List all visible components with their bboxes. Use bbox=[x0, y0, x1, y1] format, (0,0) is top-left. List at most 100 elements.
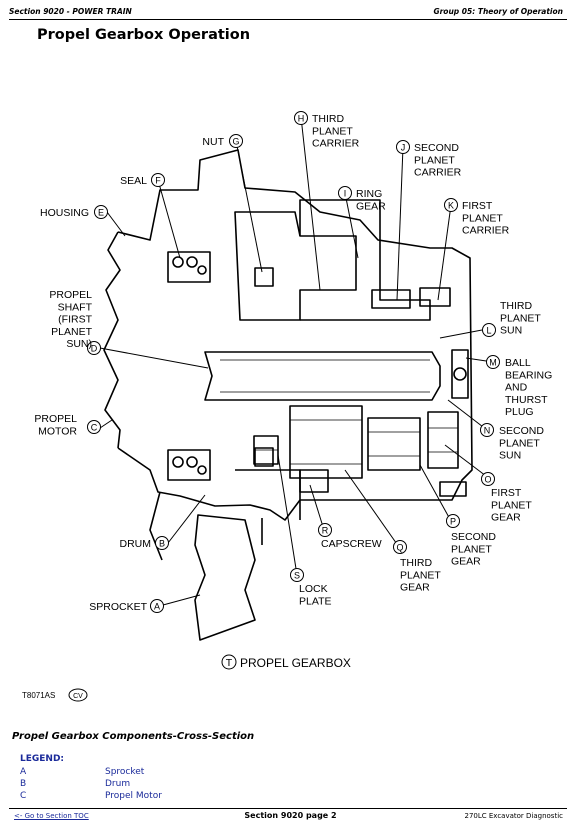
callout-circle-l bbox=[482, 323, 496, 337]
header-divider bbox=[9, 19, 567, 20]
callout-text-k-1: PLANET bbox=[462, 212, 503, 224]
leader-lines bbox=[99, 116, 494, 606]
callout-text-j-1: PLANET bbox=[414, 154, 455, 166]
callout-text-c-1: MOTOR bbox=[38, 425, 77, 437]
callout-text-f-0: SEAL bbox=[120, 175, 147, 187]
callout-text-o-0: FIRST bbox=[491, 487, 522, 499]
callout-circle-s bbox=[290, 568, 304, 582]
callout-circle-n bbox=[480, 423, 494, 437]
callout-circle-i bbox=[338, 186, 352, 200]
callout-text-d-0: PROPEL bbox=[49, 289, 92, 301]
callout-text-j-0: SECOND bbox=[414, 142, 459, 154]
callout-text-h-1: PLANET bbox=[312, 125, 353, 137]
callout-text-n-2: SUN bbox=[499, 450, 521, 462]
callout-text-q-0: THIRD bbox=[400, 557, 432, 569]
callout-text-p-1: PLANET bbox=[451, 543, 492, 555]
header-group: Group 05: Theory of Operation bbox=[433, 7, 563, 16]
callout-letter-g: G bbox=[232, 137, 239, 147]
callout-circle-f bbox=[151, 173, 165, 187]
callout-letter-r: R bbox=[322, 526, 329, 536]
legend-key-b: B bbox=[20, 779, 27, 789]
callout-text-c-0: PROPEL bbox=[34, 413, 77, 425]
figure-id: T8071AS CV bbox=[22, 688, 88, 702]
callout-text-b-0: DRUM bbox=[120, 538, 152, 550]
callout-letter-q: Q bbox=[396, 543, 403, 553]
callout-circle-b bbox=[155, 536, 169, 550]
callout-text-j-2: CARRIER bbox=[414, 167, 462, 179]
callout-text-q-1: PLANET bbox=[400, 569, 441, 581]
callout-text-a-0: SPROCKET bbox=[89, 601, 147, 613]
legend-value-c: Propel Motor bbox=[105, 791, 162, 801]
callout-text-q-2: GEAR bbox=[400, 582, 430, 594]
callout-letter-a: A bbox=[154, 602, 160, 612]
callout-letter-n: N bbox=[484, 426, 491, 436]
callout-text-p-2: GEAR bbox=[451, 556, 481, 568]
footer-page: Section 9020 page 2 bbox=[244, 811, 337, 820]
callout-letter-o: O bbox=[484, 475, 491, 485]
callout-labels: ASPROCKETBDRUMCPROPELMOTORDPROPELSHAFT(F… bbox=[34, 111, 552, 613]
figure-id-text: T8071AS bbox=[22, 691, 55, 700]
callout-letter-l: L bbox=[486, 326, 491, 336]
callout-text-d-1: SHAFT bbox=[58, 301, 93, 313]
callout-circle-j bbox=[396, 140, 410, 154]
callout-text-o-1: PLANET bbox=[491, 499, 532, 511]
callout-text-n-1: PLANET bbox=[499, 437, 540, 449]
caption-letter: T bbox=[226, 657, 233, 669]
callout-circle-o bbox=[481, 472, 495, 486]
callout-letter-d: D bbox=[91, 344, 98, 354]
go-to-section-toc-link[interactable]: <- Go to Section TOC bbox=[14, 812, 89, 820]
callout-letter-e: E bbox=[98, 208, 104, 218]
legend-key-a: A bbox=[20, 767, 27, 777]
callout-text-i-1: GEAR bbox=[356, 200, 386, 212]
callout-circle-g bbox=[229, 134, 243, 148]
callout-letter-s: S bbox=[294, 571, 300, 581]
legend-title: LEGEND: bbox=[20, 754, 65, 764]
figure-code-text: CV bbox=[73, 693, 83, 700]
callout-circle-r bbox=[318, 523, 332, 537]
callout-letter-h: H bbox=[298, 114, 305, 124]
diagram-caption: T PROPEL GEARBOX bbox=[221, 654, 351, 670]
callout-circle-m bbox=[486, 355, 500, 369]
callout-text-s-1: PLATE bbox=[299, 595, 331, 607]
callout-text-n-0: SECOND bbox=[499, 425, 544, 437]
callout-text-o-2: GEAR bbox=[491, 512, 521, 524]
footer-divider bbox=[9, 808, 567, 809]
propel-gearbox-diagram: ASPROCKETBDRUMCPROPELMOTORDPROPELSHAFT(F… bbox=[22, 111, 552, 702]
caption-text: PROPEL GEARBOX bbox=[240, 656, 351, 670]
callout-text-m-4: PLUG bbox=[505, 406, 534, 418]
footer-doc-title: 270LC Excavator Diagnostic bbox=[464, 812, 564, 820]
callout-text-h-2: CARRIER bbox=[312, 138, 360, 150]
callout-text-d-2: (FIRST bbox=[58, 314, 92, 326]
callout-text-d-3: PLANET bbox=[51, 326, 92, 338]
callout-letter-f: F bbox=[155, 176, 161, 186]
callout-circle-q bbox=[393, 540, 407, 554]
callout-text-l-0: THIRD bbox=[500, 300, 532, 312]
callout-letter-b: B bbox=[159, 539, 165, 549]
callout-text-m-1: BEARING bbox=[505, 369, 552, 381]
callout-circle-k bbox=[444, 198, 458, 212]
callout-circle-h bbox=[294, 111, 308, 125]
callout-text-m-3: THURST bbox=[505, 394, 548, 406]
callout-text-k-2: CARRIER bbox=[462, 225, 510, 237]
callout-letter-c: C bbox=[91, 423, 98, 433]
callout-text-r-0: CAPSCREW bbox=[321, 538, 382, 550]
callout-circle-p bbox=[446, 514, 460, 528]
callout-text-l-1: PLANET bbox=[500, 312, 541, 324]
legend-value-a: Sprocket bbox=[105, 767, 145, 777]
callout-text-d-4: SUN) bbox=[66, 338, 92, 350]
callout-text-m-0: BALL bbox=[505, 357, 531, 369]
callout-text-p-0: SECOND bbox=[451, 531, 496, 543]
callout-letter-p: P bbox=[450, 517, 456, 527]
callout-letter-m: M bbox=[489, 358, 497, 368]
callout-letter-i: I bbox=[344, 189, 347, 199]
callout-text-i-0: RING bbox=[356, 188, 382, 200]
callout-circle-c bbox=[87, 420, 101, 434]
callout-circle-e bbox=[94, 205, 108, 219]
callout-text-h-0: THIRD bbox=[312, 113, 344, 125]
callout-text-g-0: NUT bbox=[202, 136, 224, 148]
callout-text-l-2: SUN bbox=[500, 325, 522, 337]
callout-letter-j: J bbox=[401, 143, 406, 153]
page-title: Propel Gearbox Operation bbox=[37, 27, 251, 43]
callout-letter-k: K bbox=[448, 201, 454, 211]
callout-text-s-0: LOCK bbox=[299, 583, 328, 595]
